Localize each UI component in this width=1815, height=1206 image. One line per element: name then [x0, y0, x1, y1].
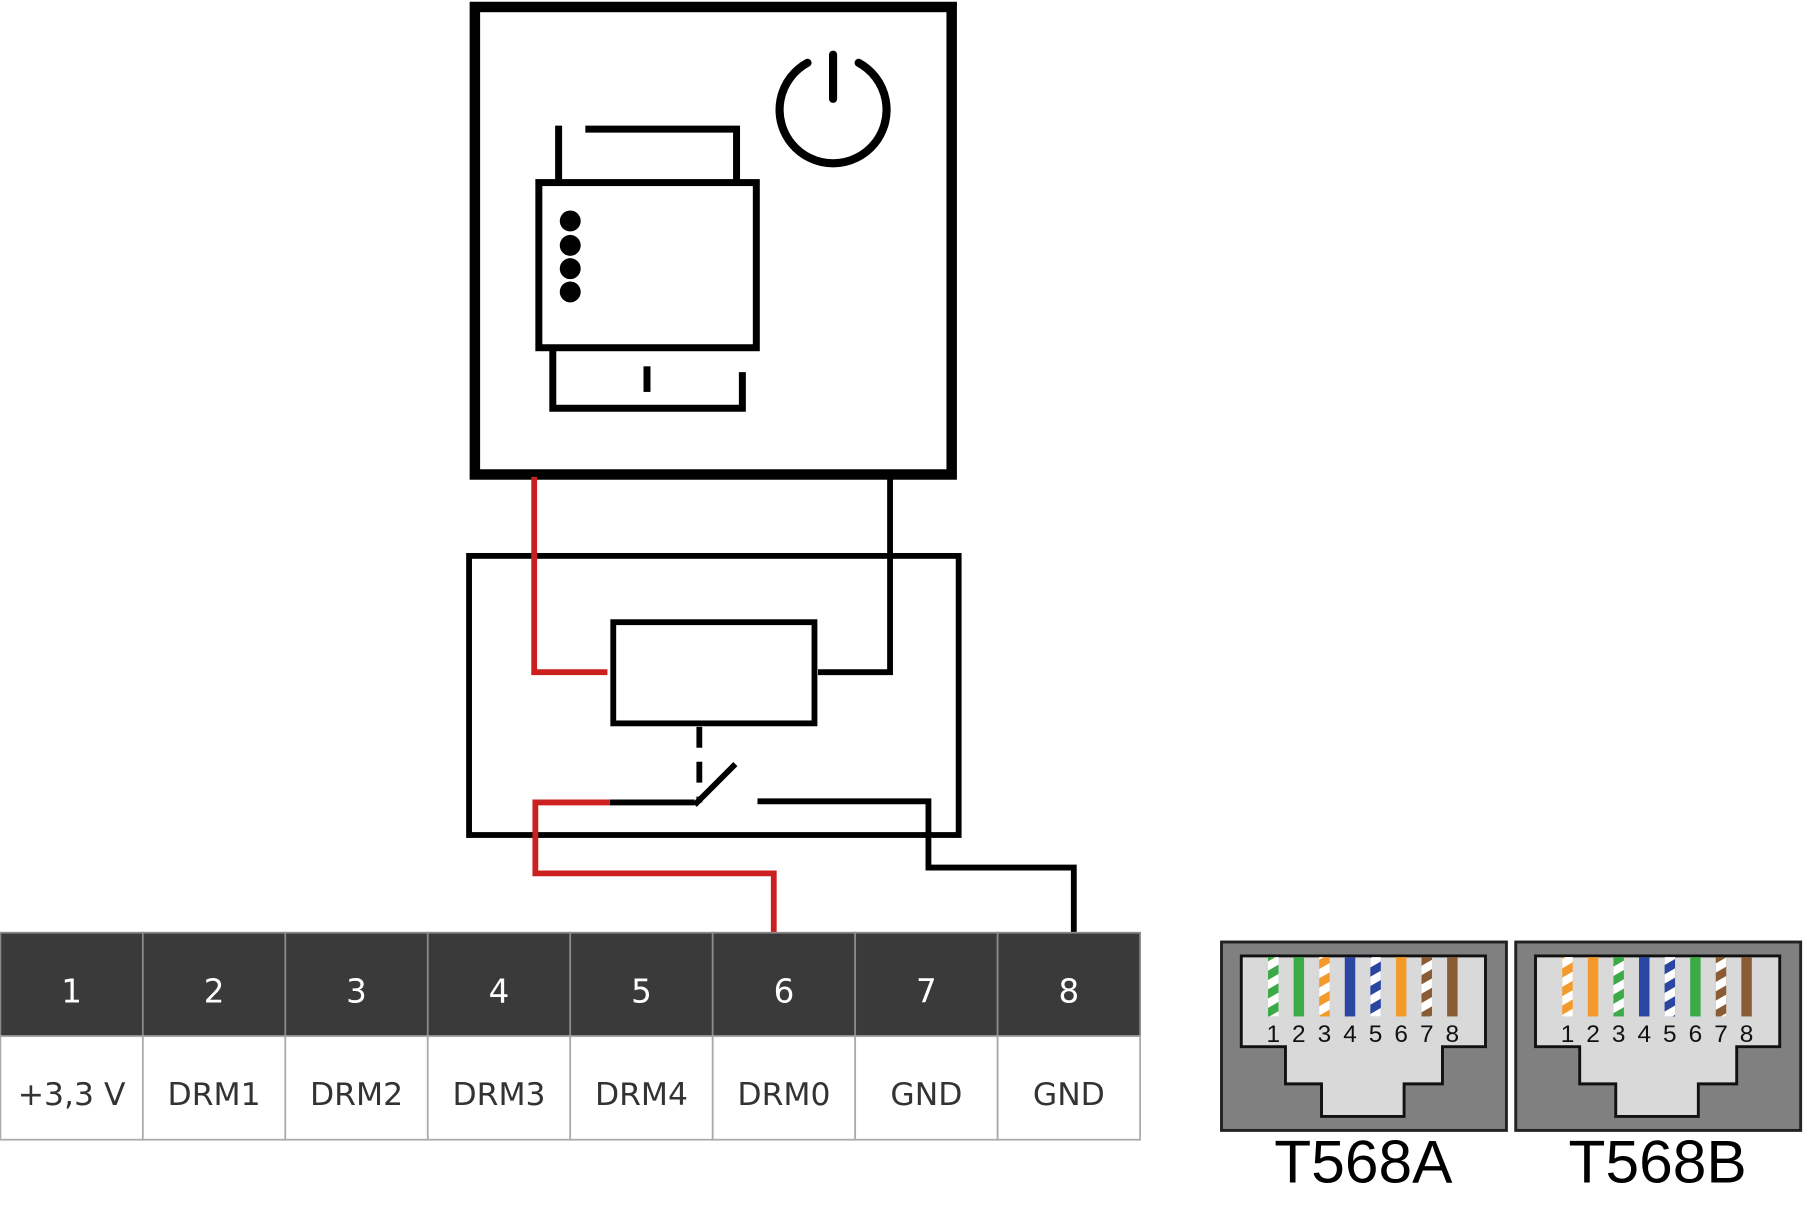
- wire-8: [1447, 957, 1458, 1017]
- wire-number: 3: [1612, 1021, 1626, 1048]
- pin-label-cell: [141, 1035, 287, 1141]
- pin-label: +3,3 V: [18, 1077, 126, 1113]
- pin-label: GND: [890, 1077, 962, 1113]
- wire-number: 5: [1369, 1021, 1383, 1048]
- pin-label-cell: [711, 1035, 857, 1141]
- pin-label-cell: [996, 1035, 1141, 1141]
- wire-number: 1: [1561, 1021, 1575, 1048]
- pin-header-cell: [711, 931, 857, 1038]
- device-box: [469, 1, 957, 480]
- wire-stripe: [1319, 957, 1330, 1017]
- relay-coil: [610, 619, 818, 727]
- pin-label: DRM3: [452, 1077, 545, 1113]
- connector-title: T568A: [1274, 1128, 1453, 1196]
- pin-label-cell: [854, 1035, 999, 1141]
- wire-number: 8: [1446, 1021, 1460, 1048]
- pin-number: 3: [346, 972, 367, 1010]
- wire-8: [1741, 957, 1752, 1017]
- wire-number: 5: [1663, 1021, 1677, 1048]
- pin-label-cell: [284, 1035, 429, 1141]
- pin-label-cell: [569, 1035, 714, 1141]
- pin-header-cell: [854, 931, 999, 1038]
- wire-stripe: [1562, 957, 1573, 1017]
- wire-red-drm0: [532, 799, 777, 934]
- pin-label-cell: [0, 1035, 144, 1141]
- dongle-icon: [535, 125, 760, 412]
- pin-number: 8: [1059, 972, 1080, 1010]
- pin-label: DRM4: [595, 1077, 688, 1113]
- wire-number: 2: [1586, 1021, 1600, 1048]
- wire-number: 7: [1714, 1021, 1728, 1048]
- pin-label: DRM1: [168, 1077, 261, 1113]
- relay-module: [466, 476, 1077, 934]
- pin-label: GND: [1033, 1077, 1105, 1113]
- pin-header-cell: [996, 931, 1141, 1038]
- pin-label: DRM2: [310, 1077, 403, 1113]
- connector-title: T568B: [1569, 1128, 1747, 1196]
- pin-header-cell: [426, 931, 572, 1038]
- wire-stripe: [1370, 957, 1381, 1017]
- wire-red-coil: [531, 476, 608, 676]
- wire-number: 7: [1420, 1021, 1434, 1048]
- pin-number: 2: [204, 972, 225, 1010]
- pin-header-cell: [569, 931, 714, 1038]
- wire-number: 6: [1689, 1021, 1703, 1048]
- wire-number: 2: [1292, 1021, 1306, 1048]
- pin-number: 5: [631, 972, 652, 1010]
- wire-2: [1587, 957, 1599, 1017]
- pin-label-cell: [426, 1035, 572, 1141]
- wire-stripe: [1664, 957, 1676, 1017]
- wire-number: 3: [1318, 1021, 1332, 1048]
- wire-4: [1344, 957, 1356, 1017]
- pin-number: 4: [489, 972, 510, 1010]
- relay-switch-contact: [692, 762, 738, 807]
- wire-stripe: [1715, 957, 1727, 1017]
- wire-stripe: [1421, 957, 1432, 1017]
- power-icon: [775, 50, 891, 168]
- wire-stripe: [1268, 957, 1279, 1017]
- pin-header-cell: [0, 931, 144, 1038]
- wire-black-coil: [817, 476, 893, 676]
- wire-4: [1639, 957, 1650, 1017]
- wire-number: 4: [1343, 1021, 1357, 1048]
- terminal-pin-1: 1 +3,3 V: [0, 931, 144, 1141]
- wire-6: [1690, 957, 1701, 1017]
- pin-number: 6: [774, 972, 795, 1010]
- wire-number: 4: [1637, 1021, 1651, 1048]
- wire-number: 1: [1266, 1021, 1280, 1048]
- wire-stripe: [1613, 957, 1624, 1017]
- pin-number: 7: [916, 972, 937, 1010]
- pin-label: DRM0: [737, 1077, 830, 1113]
- wire-6: [1395, 957, 1407, 1017]
- wire-number: 6: [1394, 1021, 1408, 1048]
- pin-number: 1: [61, 972, 82, 1010]
- wire-2: [1293, 957, 1305, 1017]
- wire-number: 8: [1740, 1021, 1754, 1048]
